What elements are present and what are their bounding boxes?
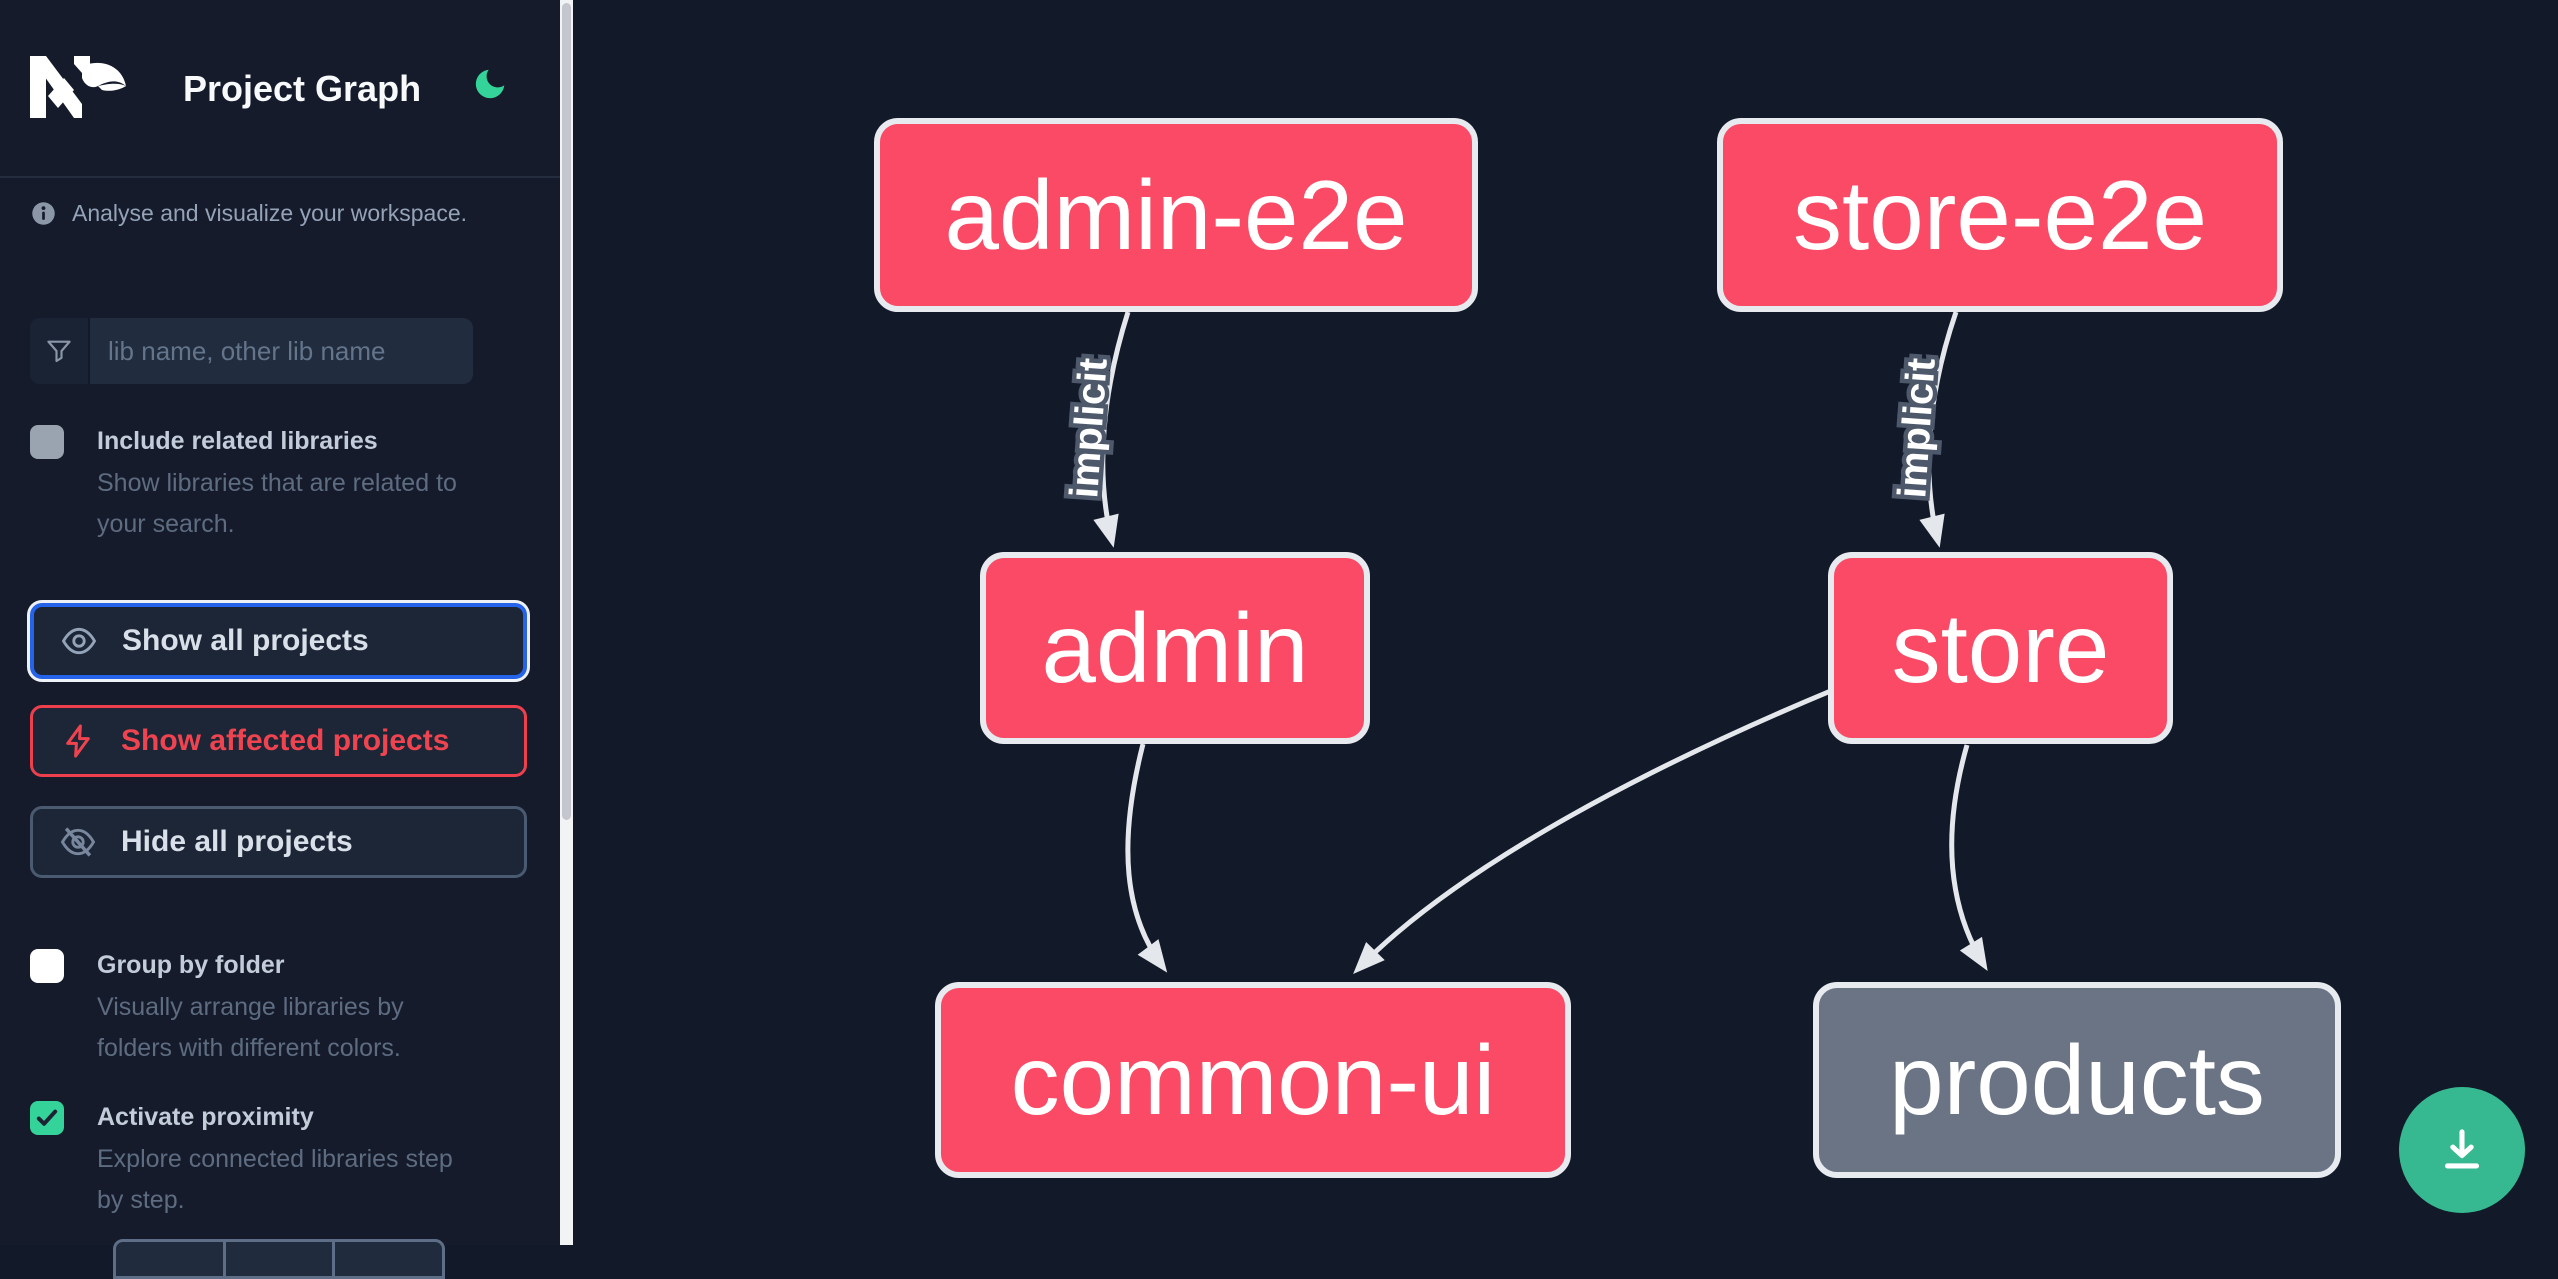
- segmented-control[interactable]: [113, 1239, 445, 1279]
- sidebar: Project Graph Analyse and visualize your…: [0, 0, 560, 1279]
- option-activate-proximity[interactable]: Activate proximity Explore connected lib…: [30, 1098, 469, 1221]
- option-description: Explore connected libraries step by step…: [97, 1145, 453, 1214]
- option-description: Show libraries that are related to your …: [97, 469, 457, 538]
- sidebar-scrollbar[interactable]: [560, 0, 573, 1245]
- project-node-products[interactable]: products: [1813, 982, 2341, 1178]
- filter-input[interactable]: [90, 318, 473, 384]
- option-label: Group by folder: [97, 951, 285, 979]
- bolt-icon: [59, 722, 97, 760]
- sidebar-scrollbar-thumb[interactable]: [562, 3, 571, 820]
- app-title: Project Graph: [183, 68, 422, 109]
- eye-off-icon: [59, 823, 97, 861]
- edge-store-e2e-store: [1919, 311, 1959, 548]
- moon-icon: [471, 64, 511, 104]
- checkbox-group-by-folder[interactable]: [30, 949, 64, 983]
- hide-all-projects-label: Hide all projects: [121, 825, 353, 858]
- info-icon: [30, 200, 57, 227]
- project-node-admin-e2e[interactable]: admin-e2e: [874, 118, 1478, 312]
- segmented-control-option[interactable]: [335, 1242, 442, 1276]
- workspace-tagline: Analyse and visualize your workspace.: [72, 200, 468, 226]
- project-filter-searchbox: [30, 318, 473, 384]
- edge-label-implicit: implicit: [1890, 357, 1944, 500]
- option-label: Activate proximity: [97, 1103, 314, 1131]
- checkbox-activate-proximity[interactable]: [30, 1101, 64, 1135]
- check-icon: [33, 1104, 61, 1132]
- filter-icon: [30, 318, 90, 384]
- edge-store-products: [1949, 744, 1988, 971]
- project-node-store[interactable]: store: [1828, 552, 2173, 744]
- show-all-projects-button[interactable]: Show all projects: [30, 603, 527, 679]
- option-description: Visually arrange libraries by folders wi…: [97, 993, 404, 1062]
- edge-label-implicit: implicit: [1062, 357, 1116, 500]
- segmented-control-option[interactable]: [116, 1242, 226, 1276]
- hide-all-projects-button[interactable]: Hide all projects: [30, 806, 527, 878]
- checkbox-include-related-libraries[interactable]: [30, 425, 64, 459]
- project-node-store-e2e[interactable]: store-e2e: [1717, 118, 2283, 312]
- nx-logo-icon: [30, 56, 130, 118]
- workspace-tagline-row: Analyse and visualize your workspace.: [30, 200, 530, 227]
- header-divider: [0, 176, 560, 178]
- segmented-control-option[interactable]: [226, 1242, 336, 1276]
- dependency-edges: implicit implicit: [1058, 311, 1988, 975]
- project-node-common-ui[interactable]: common-ui: [935, 982, 1571, 1178]
- eye-icon: [60, 622, 98, 660]
- edge-store-common-ui: [1353, 687, 1834, 975]
- option-label: Include related libraries: [97, 427, 378, 455]
- edge-admin-common-ui: [1125, 743, 1168, 973]
- show-affected-projects-button[interactable]: Show affected projects: [30, 705, 527, 777]
- edge-admin-e2e-admin: [1093, 311, 1131, 548]
- option-include-related-libraries[interactable]: Include related libraries Show libraries…: [30, 422, 469, 545]
- download-icon: [2433, 1121, 2491, 1179]
- download-image-button[interactable]: [2399, 1087, 2525, 1213]
- option-group-by-folder[interactable]: Group by folder Visually arrange librari…: [30, 946, 469, 1069]
- show-affected-projects-label: Show affected projects: [121, 724, 450, 757]
- project-node-admin[interactable]: admin: [980, 552, 1370, 744]
- sidebar-header: Project Graph: [0, 0, 560, 176]
- theme-toggle-button[interactable]: [471, 63, 511, 105]
- show-all-projects-label: Show all projects: [122, 624, 369, 657]
